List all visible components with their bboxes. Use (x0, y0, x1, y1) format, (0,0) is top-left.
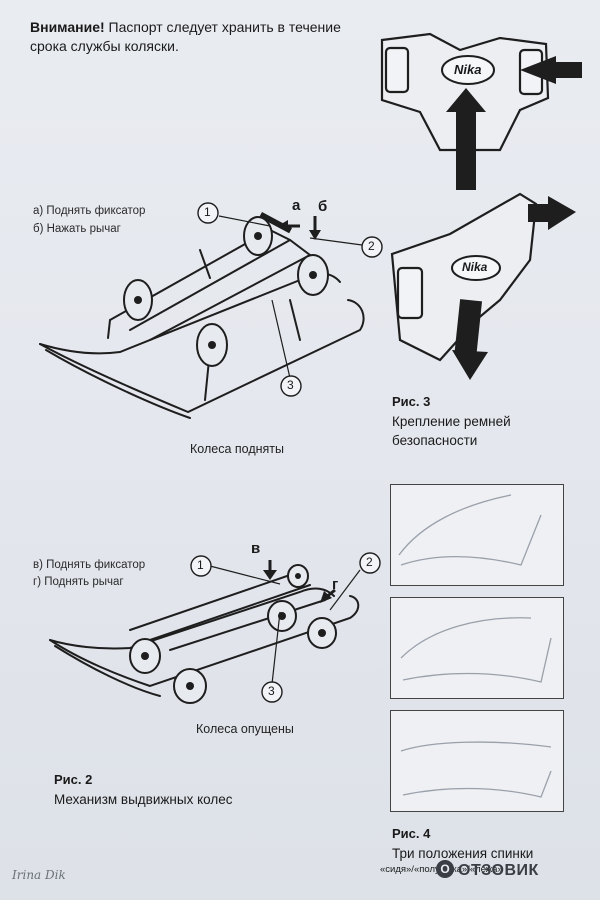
letter-a: а (292, 197, 301, 214)
arrow-press-up (446, 88, 486, 112)
backrest-sketch-1 (398, 494, 542, 566)
caption-wheels-down: Колеса опущены (196, 722, 294, 736)
arrow-pull-down (452, 350, 488, 380)
letter-b: б (318, 198, 328, 215)
step-v-label: в) Поднять фиксатор (33, 559, 146, 571)
letter-g: г (332, 576, 339, 593)
fig3-title-line2: безопасности (392, 433, 478, 448)
backrest-sketch-3 (400, 741, 552, 798)
caption-wheels-up: Колеса подняты (190, 442, 285, 456)
letter-v: в (251, 540, 261, 557)
callout-2-bottom: 2 (366, 555, 373, 569)
backrest-position-panel-1 (390, 484, 564, 586)
step-b-label: б) Нажать рычаг (33, 223, 121, 235)
callout-1-top: 1 (204, 205, 211, 219)
fig2-title: Механизм выдвижных колес (54, 792, 233, 807)
callout-3-top: 3 (287, 378, 294, 392)
arrow-pull-right (548, 196, 576, 230)
backrest-position-panel-2 (390, 597, 564, 699)
callout-1-bottom: 1 (197, 558, 204, 572)
brand-text-bottom: Nika (462, 260, 488, 274)
fig2-number: Рис. 2 (54, 772, 93, 787)
fig4-number: Рис. 4 (392, 826, 431, 841)
nika-logo-top (441, 55, 495, 85)
backrest-position-panel-3 (390, 710, 564, 812)
warning-body: Паспорт следует хранить в течение срока … (30, 19, 341, 54)
fig3-title-line1: Крепление ремней (392, 414, 511, 429)
backrest-sketch-2 (400, 617, 552, 683)
callout-2-top: 2 (368, 239, 375, 253)
step-a-label: а) Поднять фиксатор (33, 205, 146, 217)
arrow-press-right (520, 56, 556, 84)
ski-runner-front (39, 299, 365, 414)
warning-text: Внимание! Паспорт следует хранить в тече… (30, 18, 350, 56)
brand-text-top: Nika (454, 62, 482, 77)
warning-label: Внимание! (30, 19, 105, 35)
step-g-label: г) Поднять рычаг (33, 576, 124, 588)
fig3-number: Рис. 3 (392, 394, 431, 409)
nika-logo-bottom (451, 255, 501, 281)
site-logo-icon: О (436, 860, 454, 878)
site-watermark: ОТЗОВИК (458, 862, 539, 879)
callout-3-bottom: 3 (268, 684, 275, 698)
fig4-title-line1: Три положения спинки (392, 846, 534, 861)
author-watermark: Irina Dik (12, 868, 66, 882)
